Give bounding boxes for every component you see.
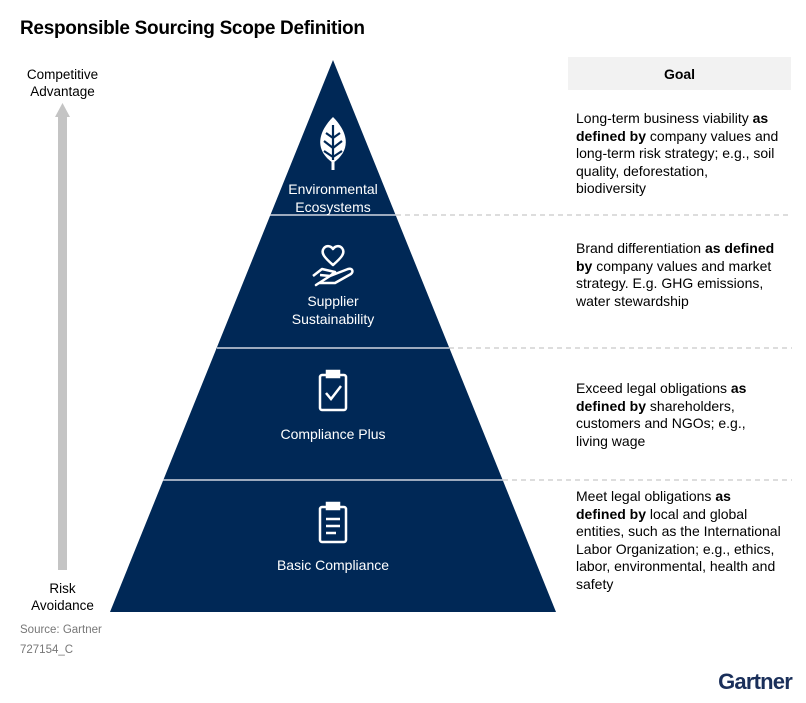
tier-environmental-ecosystems: Environmental Ecosystems [233,180,433,216]
tier-label-line2: Sustainability [291,311,375,327]
axis-arrow-head [55,103,70,117]
figure-code: 727154_C [20,644,74,656]
goal-text: Brand differentiation [576,240,705,256]
goal-environmental-ecosystems: Long-term business viability as defined … [576,110,781,198]
goal-text-bold: as defined by [576,240,775,274]
leaf-icon [320,117,346,170]
goal-text-bold: as defined by [576,488,731,522]
goal-text: Exceed legal obligations [576,380,731,396]
tier-basic-compliance: Basic Compliance [233,556,433,574]
tier-compliance-plus: Compliance Plus [233,425,433,443]
tier-label-line2: Ecosystems [295,199,371,215]
axis-top-label-line1: Competitive [26,67,99,82]
goal-text: Long-term business viability [576,110,753,126]
axis-bottom-label-line2: Avoidance [31,598,94,613]
tier-label-line1: Compliance Plus [280,426,386,442]
axis-bottom-label-line1: Risk [49,581,76,596]
goal-text: company values and market strategy. E.g.… [576,257,772,309]
hand-heart-icon [312,244,354,287]
axis-bottom-label: Risk Avoidance [10,580,115,614]
goal-text: shareholders, customers and NGOs; e.g., … [576,397,746,449]
goal-supplier-sustainability: Brand differentiation as defined by comp… [576,240,781,310]
goal-text-bold: as defined by [576,380,747,414]
goal-compliance-plus: Exceed legal obligations as defined by s… [576,380,781,450]
tier-label-line1: Environmental [288,181,378,197]
page-title: Responsible Sourcing Scope Definition [20,18,365,39]
tier-label-line1: Supplier [307,293,359,309]
goal-text: Meet legal obligations [576,488,716,504]
source-note: Source: Gartner [20,624,102,636]
gartner-logo: Gartner [718,669,793,694]
goal-text-bold: as defined by [576,110,769,144]
clipboard-check-icon [318,369,348,412]
goal-basic-compliance: Meet legal obligations as defined by loc… [576,488,781,593]
goal-column-header: Goal [568,57,791,90]
goal-text: local and global entities, such as the I… [576,505,781,592]
pyramid [110,60,556,612]
tier-supplier-sustainability: Supplier Sustainability [233,292,433,328]
axis-arrow-shaft [58,115,67,570]
tier-label-line1: Basic Compliance [276,557,390,573]
axis-top-label-line2: Advantage [30,84,95,99]
clipboard-icon [318,501,348,544]
goal-text: company values and long-term risk strate… [576,127,779,197]
axis-top-label: Competitive Advantage [10,66,115,100]
